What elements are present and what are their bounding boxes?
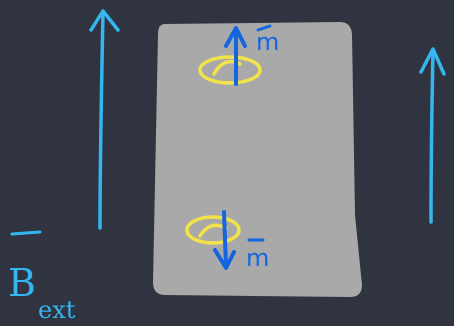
field-label-subscript: ext <box>38 296 76 324</box>
moment-label-bottom: m <box>246 244 269 272</box>
moment-label-top: m <box>256 28 279 56</box>
field-label-bar <box>12 232 40 234</box>
field-label-main: B <box>8 261 36 305</box>
